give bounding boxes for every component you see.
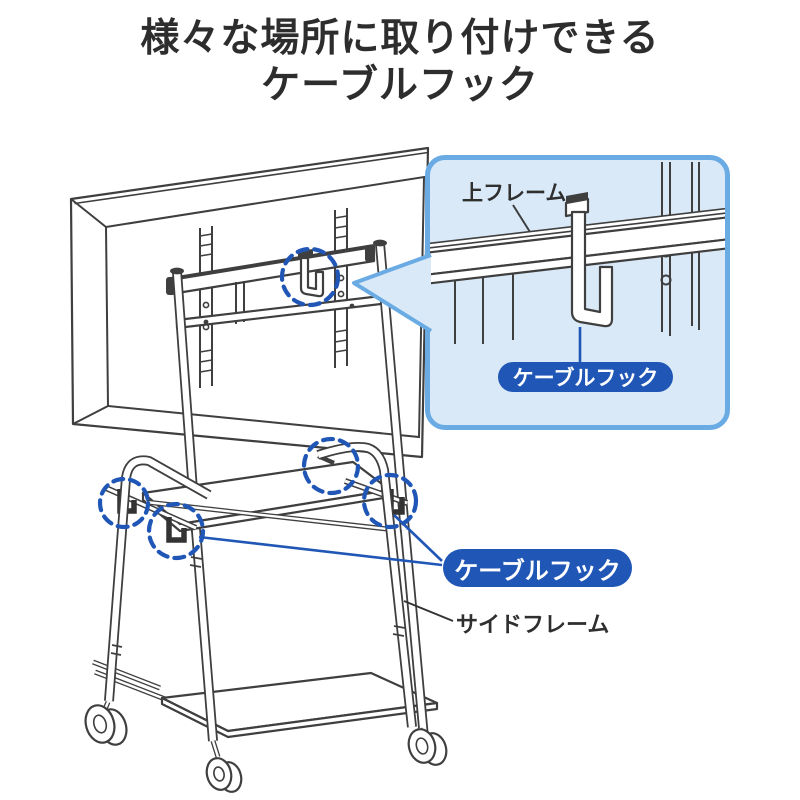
page-title: 様々な場所に取り付けできる ケーブルフック xyxy=(0,16,800,110)
page-title-line2: ケーブルフック xyxy=(261,62,539,108)
inset-panel-slats xyxy=(454,274,514,344)
detail-inset: 上フレーム ケーブルフック xyxy=(425,155,730,430)
caster-center xyxy=(205,740,243,793)
caster-left xyxy=(84,701,128,746)
cable-hook-pill-main: ケーブルフック xyxy=(443,549,632,587)
caster-right xyxy=(407,727,448,766)
page-title-line1: 様々な場所に取り付けできる xyxy=(140,16,660,61)
tv-back-panel xyxy=(69,146,430,459)
casters xyxy=(84,701,448,793)
inset-cable-hook xyxy=(564,192,614,328)
inset-label-pointer-line xyxy=(512,204,531,233)
upper-frame-label: 上フレーム xyxy=(462,181,567,205)
bottom-shelf xyxy=(92,659,439,739)
side-frame-label: サイドフレーム xyxy=(456,613,610,638)
cable-hook-pill-inset: ケーブルフック xyxy=(498,362,673,392)
inset-illustration xyxy=(430,162,725,362)
